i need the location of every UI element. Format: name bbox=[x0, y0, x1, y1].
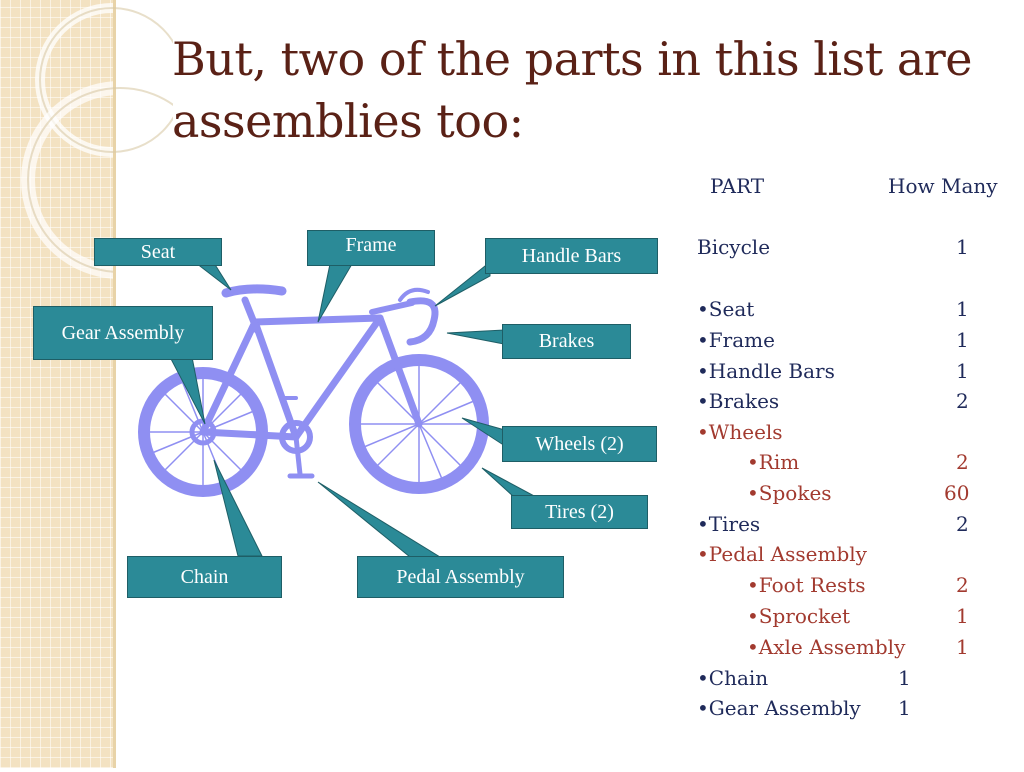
callout-gear-assembly: Gear Assembly bbox=[33, 306, 213, 360]
brakes-pointer bbox=[446, 329, 505, 345]
callout-wheels: Wheels (2) bbox=[502, 426, 657, 462]
callout-tires: Tires (2) bbox=[511, 495, 648, 529]
callout-tires-label: Tires (2) bbox=[545, 500, 614, 523]
frame-pointer bbox=[317, 263, 353, 323]
callout-frame-label: Frame bbox=[345, 234, 397, 256]
callout-pointers bbox=[169, 260, 537, 558]
callout-frame: Frame bbox=[307, 230, 435, 266]
callout-chain-label: Chain bbox=[180, 565, 229, 588]
decorative-rings-overflow bbox=[113, 7, 173, 260]
callout-handle-bars: Handle Bars bbox=[485, 238, 658, 274]
callout-brakes-label: Brakes bbox=[538, 330, 595, 352]
gear-assembly-pointer bbox=[169, 356, 206, 425]
callout-pedal-assembly: Pedal Assembly bbox=[357, 556, 564, 598]
callout-pedal-assembly-label: Pedal Assembly bbox=[396, 565, 525, 588]
tires-pointer bbox=[481, 467, 537, 498]
callout-wheels-label: Wheels (2) bbox=[535, 432, 624, 455]
callout-seat-label: Seat bbox=[140, 240, 176, 263]
seat-pointer bbox=[194, 262, 232, 291]
slide-title: But, two of the parts in this list are a… bbox=[172, 32, 973, 148]
callout-handle-bars-label: Handle Bars bbox=[521, 244, 622, 267]
callout-gear-assembly-label: Gear Assembly bbox=[61, 322, 185, 344]
bicycle-icon bbox=[138, 284, 489, 497]
callout-brakes: Brakes bbox=[502, 324, 631, 359]
callout-seat: Seat bbox=[94, 238, 222, 266]
handle-bars-pointer bbox=[434, 260, 491, 307]
callout-chain: Chain bbox=[127, 556, 282, 598]
